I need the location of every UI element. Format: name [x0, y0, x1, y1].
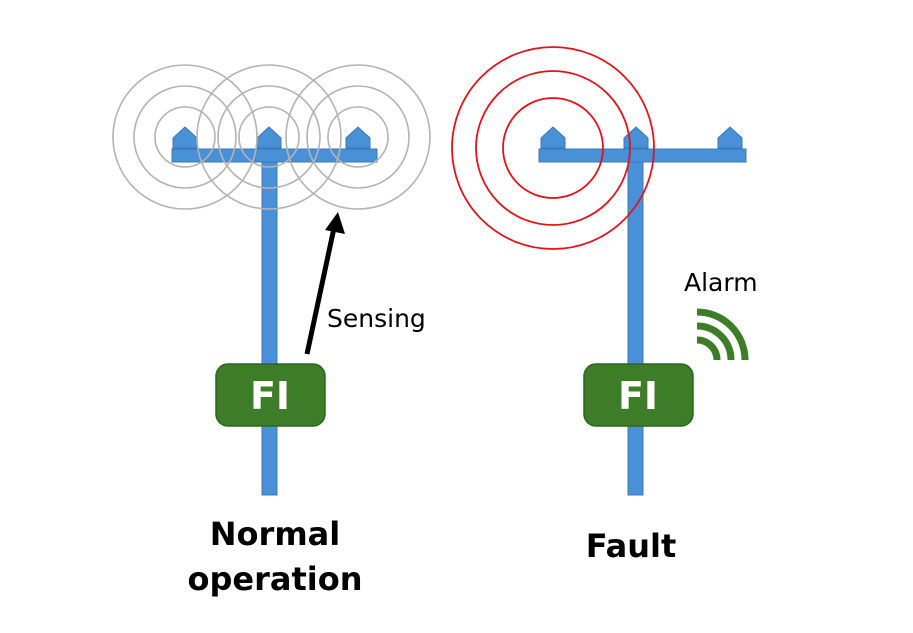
alarm-label: Alarm: [684, 268, 758, 297]
normal-caption-line2: operation: [188, 560, 363, 598]
wireless-signal-icon: [696, 308, 749, 361]
insulator-icon: [540, 126, 566, 149]
fault-panel: Alarm FI Fault: [451, 46, 758, 565]
insulator-icon: [717, 126, 743, 149]
insulator-icon: [256, 126, 282, 149]
normal-crossarm: [171, 148, 378, 163]
normal-insulators: [172, 126, 371, 149]
fault-fault-indicator: [583, 363, 694, 427]
fault-insulators: [540, 126, 743, 149]
fault-field-waves: [451, 46, 655, 250]
sensing-arrow-icon: [304, 212, 345, 355]
sensing-label: Sensing: [327, 304, 426, 333]
fault-caption: Fault: [586, 527, 677, 565]
fault-fi-label: FI: [618, 374, 658, 418]
normal-panel: Sensing FI Normal operation: [112, 64, 431, 598]
fault-crossarm: [538, 148, 747, 163]
normal-fi-label: FI: [250, 374, 290, 418]
insulator-icon: [345, 126, 371, 149]
normal-caption-line1: Normal: [210, 515, 340, 553]
normal-pole: [261, 154, 278, 496]
normal-fault-indicator: [215, 363, 326, 427]
normal-field-waves: [112, 64, 431, 210]
insulator-icon: [172, 126, 198, 149]
